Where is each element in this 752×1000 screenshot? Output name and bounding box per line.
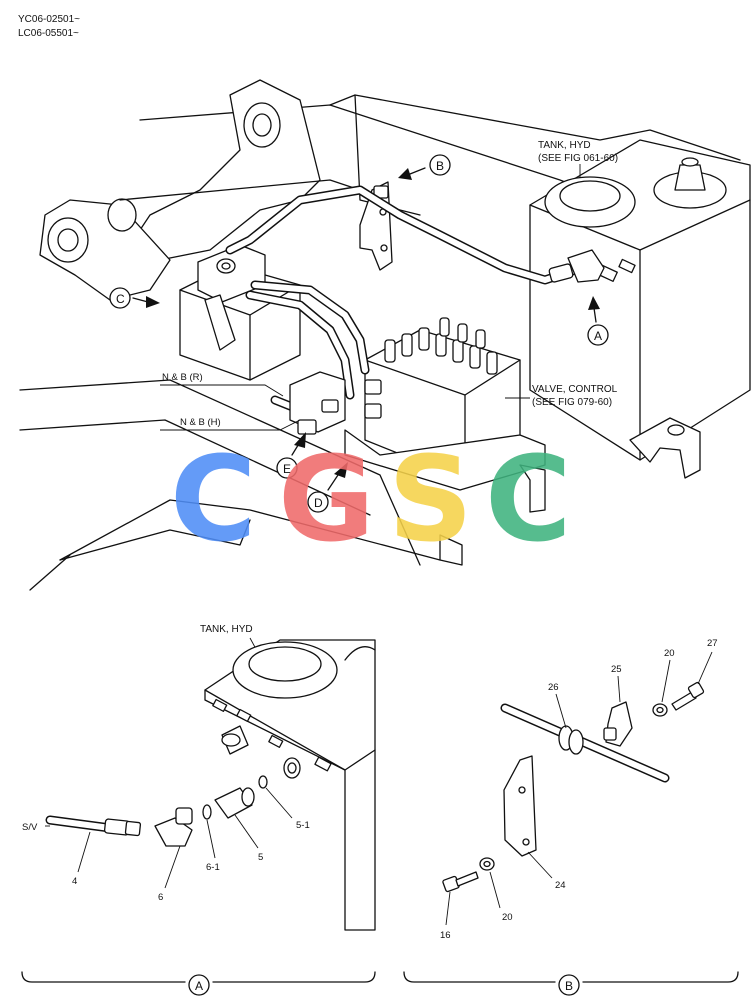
svg-text:C: C xyxy=(116,292,125,306)
watermark: C G S C xyxy=(170,430,572,568)
part-20-bottom-label: 20 xyxy=(502,912,513,923)
part-24-label: 24 xyxy=(555,880,566,891)
part-16-label: 16 xyxy=(440,930,451,941)
detail-a-view: TANK, HYD xyxy=(21,624,376,996)
watermark-letter-s: S xyxy=(388,430,473,568)
part-20-top-label: 20 xyxy=(664,648,675,659)
part-6-1-label: 6-1 xyxy=(206,862,220,873)
callout-c: C xyxy=(109,287,160,309)
svg-text:E: E xyxy=(283,462,291,476)
svg-text:A: A xyxy=(594,329,602,343)
part-5-1-label: 5-1 xyxy=(296,820,310,831)
part-25-label: 25 xyxy=(611,664,622,675)
nb-h-label: N & B (H) xyxy=(180,417,221,428)
part-4-label: 4 xyxy=(72,876,77,887)
view-b-label: B xyxy=(565,979,573,993)
serial-number-1: YC06-02501~ xyxy=(18,14,80,25)
watermark-letter-c1: C xyxy=(170,430,257,568)
valve-label: VALVE, CONTROL xyxy=(532,384,618,395)
svg-text:B: B xyxy=(436,159,444,173)
nb-r-label: N & B (R) xyxy=(162,372,203,383)
serial-number-2: LC06-05501~ xyxy=(18,28,79,39)
main-assembly-view xyxy=(19,79,751,591)
part-5-label: 5 xyxy=(258,852,263,863)
part-6-label: 6 xyxy=(158,892,163,903)
valve-spools xyxy=(384,317,498,375)
detail-b-view: 26 25 20 27 24 20 16 B xyxy=(403,638,739,996)
part-sv-label: S/V xyxy=(22,822,38,833)
callout-b: B xyxy=(398,154,451,180)
svg-text:D: D xyxy=(314,496,323,510)
callout-e: E xyxy=(276,432,306,479)
part-26-label: 26 xyxy=(548,682,559,693)
callout-a: A xyxy=(587,296,609,346)
tank-reference-label: (SEE FIG 061-60) xyxy=(538,153,618,164)
callout-d: D xyxy=(307,462,348,513)
watermark-letter-c2: C xyxy=(485,430,572,568)
view-a-label: A xyxy=(195,979,203,993)
watermark-letter-g: G xyxy=(278,430,375,568)
valve-reference-label: (SEE FIG 079-60) xyxy=(532,397,612,408)
tank-label: TANK, HYD xyxy=(538,140,591,151)
part-27-label: 27 xyxy=(707,638,718,649)
detail-a-title: TANK, HYD xyxy=(200,624,253,635)
